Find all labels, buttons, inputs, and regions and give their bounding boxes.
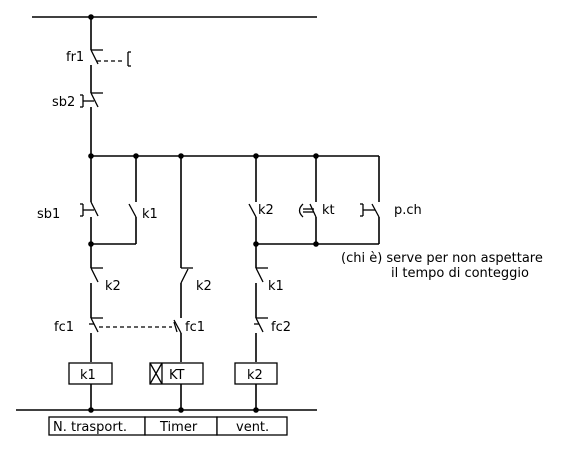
junction-dot	[88, 407, 94, 413]
sb1-label: sb1	[37, 207, 60, 222]
pch-pushbutton	[360, 156, 380, 244]
legend-timer: Timer	[159, 420, 198, 435]
legend-vent: vent.	[236, 420, 269, 435]
coil-k1-label: k1	[80, 368, 96, 383]
junction-dot	[253, 407, 259, 413]
sb1-start-button	[80, 156, 99, 268]
pch-note-line2: il tempo di conteggio	[391, 266, 529, 281]
fc1-limit-switch-rung1	[89, 317, 103, 362]
legend-n-trasport: N. trasport.	[53, 420, 127, 435]
fc1-limit-switch-rung2	[173, 319, 182, 362]
k1-interlock-contact-rung3	[255, 267, 268, 318]
k2-contact-rung2	[180, 156, 193, 318]
kt-timed-contact	[298, 156, 317, 244]
fc1-rung1-label: fc1	[54, 320, 74, 335]
k2-hold-contact	[248, 156, 257, 268]
k2-branch-label: k2	[258, 203, 274, 218]
fr1-contact	[90, 17, 131, 93]
k2-interlock-contact-rung1	[90, 267, 103, 318]
fc2-label: fc2	[271, 320, 291, 335]
junction-dot	[253, 241, 259, 247]
k1-hold-contact	[91, 156, 137, 245]
kt-label: kt	[322, 203, 335, 218]
fr1-label: fr1	[66, 50, 84, 65]
sb2-label: sb2	[52, 95, 75, 110]
junction-dot	[88, 241, 94, 247]
coil-k2-label: k2	[247, 368, 263, 383]
k1-rung3-label: k1	[268, 279, 284, 294]
pch-note-line1: (chi è) serve per non aspettare	[341, 251, 543, 266]
coil-k1	[68, 362, 113, 410]
junction-dot	[178, 407, 184, 413]
fc2-limit-switch	[254, 317, 268, 362]
coil-kt-label: KT	[169, 368, 185, 383]
legend-table	[48, 416, 288, 436]
junction-dot	[313, 241, 319, 247]
k2-rung2-label: k2	[196, 279, 212, 294]
pch-label: p.ch	[394, 203, 422, 218]
sb2-stop-button	[80, 92, 103, 156]
k2-rung1-label: k2	[105, 279, 121, 294]
fc1-rung2-label: fc1	[185, 320, 205, 335]
k1-hold-label: k1	[142, 207, 158, 222]
coil-kt-timer	[149, 362, 204, 410]
coil-k2	[234, 362, 278, 410]
